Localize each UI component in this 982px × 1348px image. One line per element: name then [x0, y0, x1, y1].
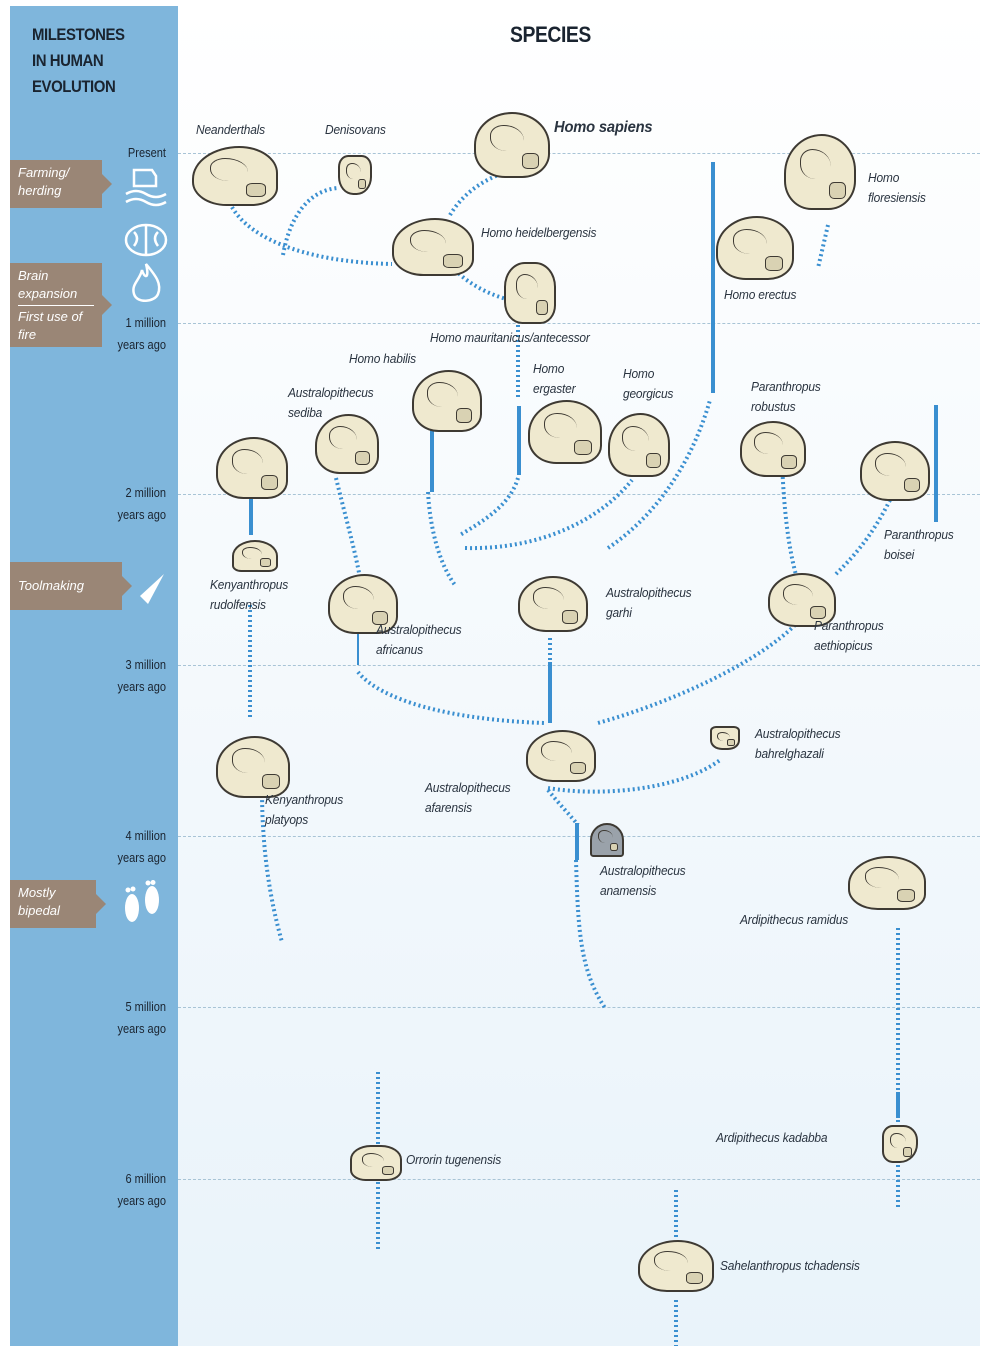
tick-4m: 4 million years ago	[107, 825, 166, 869]
milestone-brain-fire: Brain expansion First use of fire	[10, 263, 112, 347]
toolmaking-icon	[140, 574, 164, 604]
tick-label: 1 million	[125, 315, 166, 330]
fire-icon	[132, 263, 161, 302]
tick-sublabel: years ago	[117, 1193, 166, 1208]
kenyanthropus-rudolfensis-skull-icon	[216, 437, 288, 499]
label-homo-ergaster: Homo ergaster	[533, 361, 576, 396]
label-denisovans: Denisovans	[325, 122, 386, 137]
label-ardipithecus-ramidus: Ardipithecus ramidus	[740, 912, 848, 927]
tick-1m: 1 million years ago	[107, 312, 166, 356]
timeline-1m	[178, 323, 980, 324]
timeline-5m	[178, 1007, 980, 1008]
tick-sublabel: years ago	[117, 850, 166, 865]
tick-label: 4 million	[125, 828, 166, 843]
label-paranthropus-boisei: Paranthropus boisei	[884, 527, 954, 562]
rudolfensis-jaw-icon	[232, 540, 278, 572]
homo-ergaster-skull-icon	[528, 400, 602, 464]
farming-icon	[125, 168, 167, 207]
label-homo-heidelbergensis: Homo heidelbergensis	[481, 225, 597, 240]
milestone-label: First use of fire	[18, 309, 83, 342]
milestone-bipedal: Mostly bipedal	[10, 880, 106, 928]
ardipithecus-ramidus-skull-icon	[848, 856, 926, 910]
timeline-6m	[178, 1179, 980, 1180]
milestone-divider	[18, 305, 94, 306]
neanderthal-skull-icon	[192, 146, 278, 206]
label-ardipithecus-kadabba: Ardipithecus kadabba	[716, 1130, 828, 1145]
label-australopithecus-garhi: Australopithecus garhi	[606, 585, 692, 620]
sahelanthropus-skull-icon	[638, 1240, 714, 1292]
tick-2m: 2 million years ago	[107, 482, 166, 526]
milestone-label: Farming/ herding	[18, 165, 70, 198]
timeline-3m	[178, 665, 980, 666]
label-australopithecus-bahrelghazali: Australopithecus bahrelghazali	[755, 726, 841, 761]
orrorin-femur-icon	[350, 1145, 402, 1181]
paranthropus-boisei-skull-icon	[860, 441, 930, 501]
label-neanderthals: Neanderthals	[196, 122, 265, 137]
anamensis-jaw-icon	[590, 823, 624, 857]
kenyanthropus-platyops-skull-icon	[216, 736, 290, 798]
paranthropus-aethiopicus-skull-icon	[768, 573, 836, 627]
label-homo-floresiensis: Homo floresiensis	[868, 170, 926, 205]
milestones-sidebar	[10, 6, 178, 1346]
homo-habilis-skull-icon	[412, 370, 482, 432]
species-title: SPECIES	[510, 22, 591, 47]
label-australopithecus-africanus: Australopithecus africanus	[376, 622, 462, 657]
label-homo-erectus: Homo erectus	[724, 287, 797, 302]
tick-5m: 5 million years ago	[107, 996, 166, 1040]
milestone-label: Brain expansion	[18, 268, 78, 301]
timeline-2m	[178, 494, 980, 495]
label-homo-sapiens: Homo sapiens	[554, 119, 653, 136]
homo-sapiens-skull-icon	[474, 112, 550, 178]
homo-georgicus-skull-icon	[608, 413, 670, 477]
label-sahelanthropus-tchadensis: Sahelanthropus tchadensis	[720, 1258, 860, 1273]
species-panel	[178, 6, 980, 1346]
label-homo-mauritanicus: Homo mauritanicus/antecessor	[430, 330, 590, 345]
paranthropus-robustus-skull-icon	[740, 421, 806, 477]
tick-label: 2 million	[125, 485, 166, 500]
tick-present: Present	[107, 142, 166, 164]
homo-floresiensis-skull-icon	[784, 134, 856, 210]
footprints-icon	[125, 880, 159, 922]
milestone-toolmaking: Toolmaking	[10, 562, 132, 610]
label-kenyanthropus-platyops: Kenyanthropus platyops	[265, 792, 344, 827]
homo-heidelbergensis-skull-icon	[392, 218, 474, 276]
label-orrorin-tugenensis: Orrorin tugenensis	[406, 1152, 502, 1167]
tick-label: 5 million	[125, 999, 166, 1014]
label-homo-habilis: Homo habilis	[349, 351, 416, 366]
label-paranthropus-robustus: Paranthropus robustus	[751, 379, 821, 414]
tick-sublabel: years ago	[117, 507, 166, 522]
tick-label: 6 million	[125, 1171, 166, 1186]
milestone-farming: Farming/ herding	[10, 160, 112, 208]
bahrelghazali-jaw-icon	[710, 726, 740, 750]
australopithecus-sediba-skull-icon	[315, 414, 379, 474]
tick-sublabel: years ago	[117, 337, 166, 352]
label-australopithecus-afarensis: Australopithecus afarensis	[425, 780, 511, 815]
homo-mauritanicus-fragment-icon	[504, 262, 556, 324]
label-paranthropus-aethiopicus: Paranthropus aethiopicus	[814, 618, 884, 653]
homo-erectus-skull-icon	[716, 216, 794, 280]
tick-sublabel: years ago	[117, 1021, 166, 1036]
ardipithecus-kadabba-fragment-icon	[882, 1125, 918, 1163]
tick-sublabel: years ago	[117, 679, 166, 694]
tick-label: Present	[127, 145, 166, 160]
australopithecus-garhi-skull-icon	[518, 576, 588, 632]
timeline-present	[178, 153, 980, 154]
label-homo-georgicus: Homo georgicus	[623, 366, 674, 401]
tick-3m: 3 million years ago	[107, 654, 166, 698]
label-australopithecus-anamensis: Australopithecus anamensis	[600, 863, 686, 898]
denisovan-tooth-icon	[338, 155, 372, 195]
tick-label: 3 million	[125, 657, 166, 672]
brain-icon	[124, 223, 168, 257]
milestone-label: Toolmaking	[18, 578, 85, 593]
australopithecus-africanus-skull-icon	[328, 574, 398, 634]
milestone-label: Mostly bipedal	[18, 885, 60, 918]
label-australopithecus-sediba: Australopithecus sediba	[288, 385, 374, 420]
sidebar-title: MILESTONES IN HUMAN EVOLUTION	[32, 25, 125, 96]
tick-6m: 6 million years ago	[107, 1168, 166, 1212]
australopithecus-afarensis-skull-icon	[526, 730, 596, 782]
label-kenyanthropus-rudolfensis: Kenyanthropus rudolfensis	[210, 577, 289, 612]
